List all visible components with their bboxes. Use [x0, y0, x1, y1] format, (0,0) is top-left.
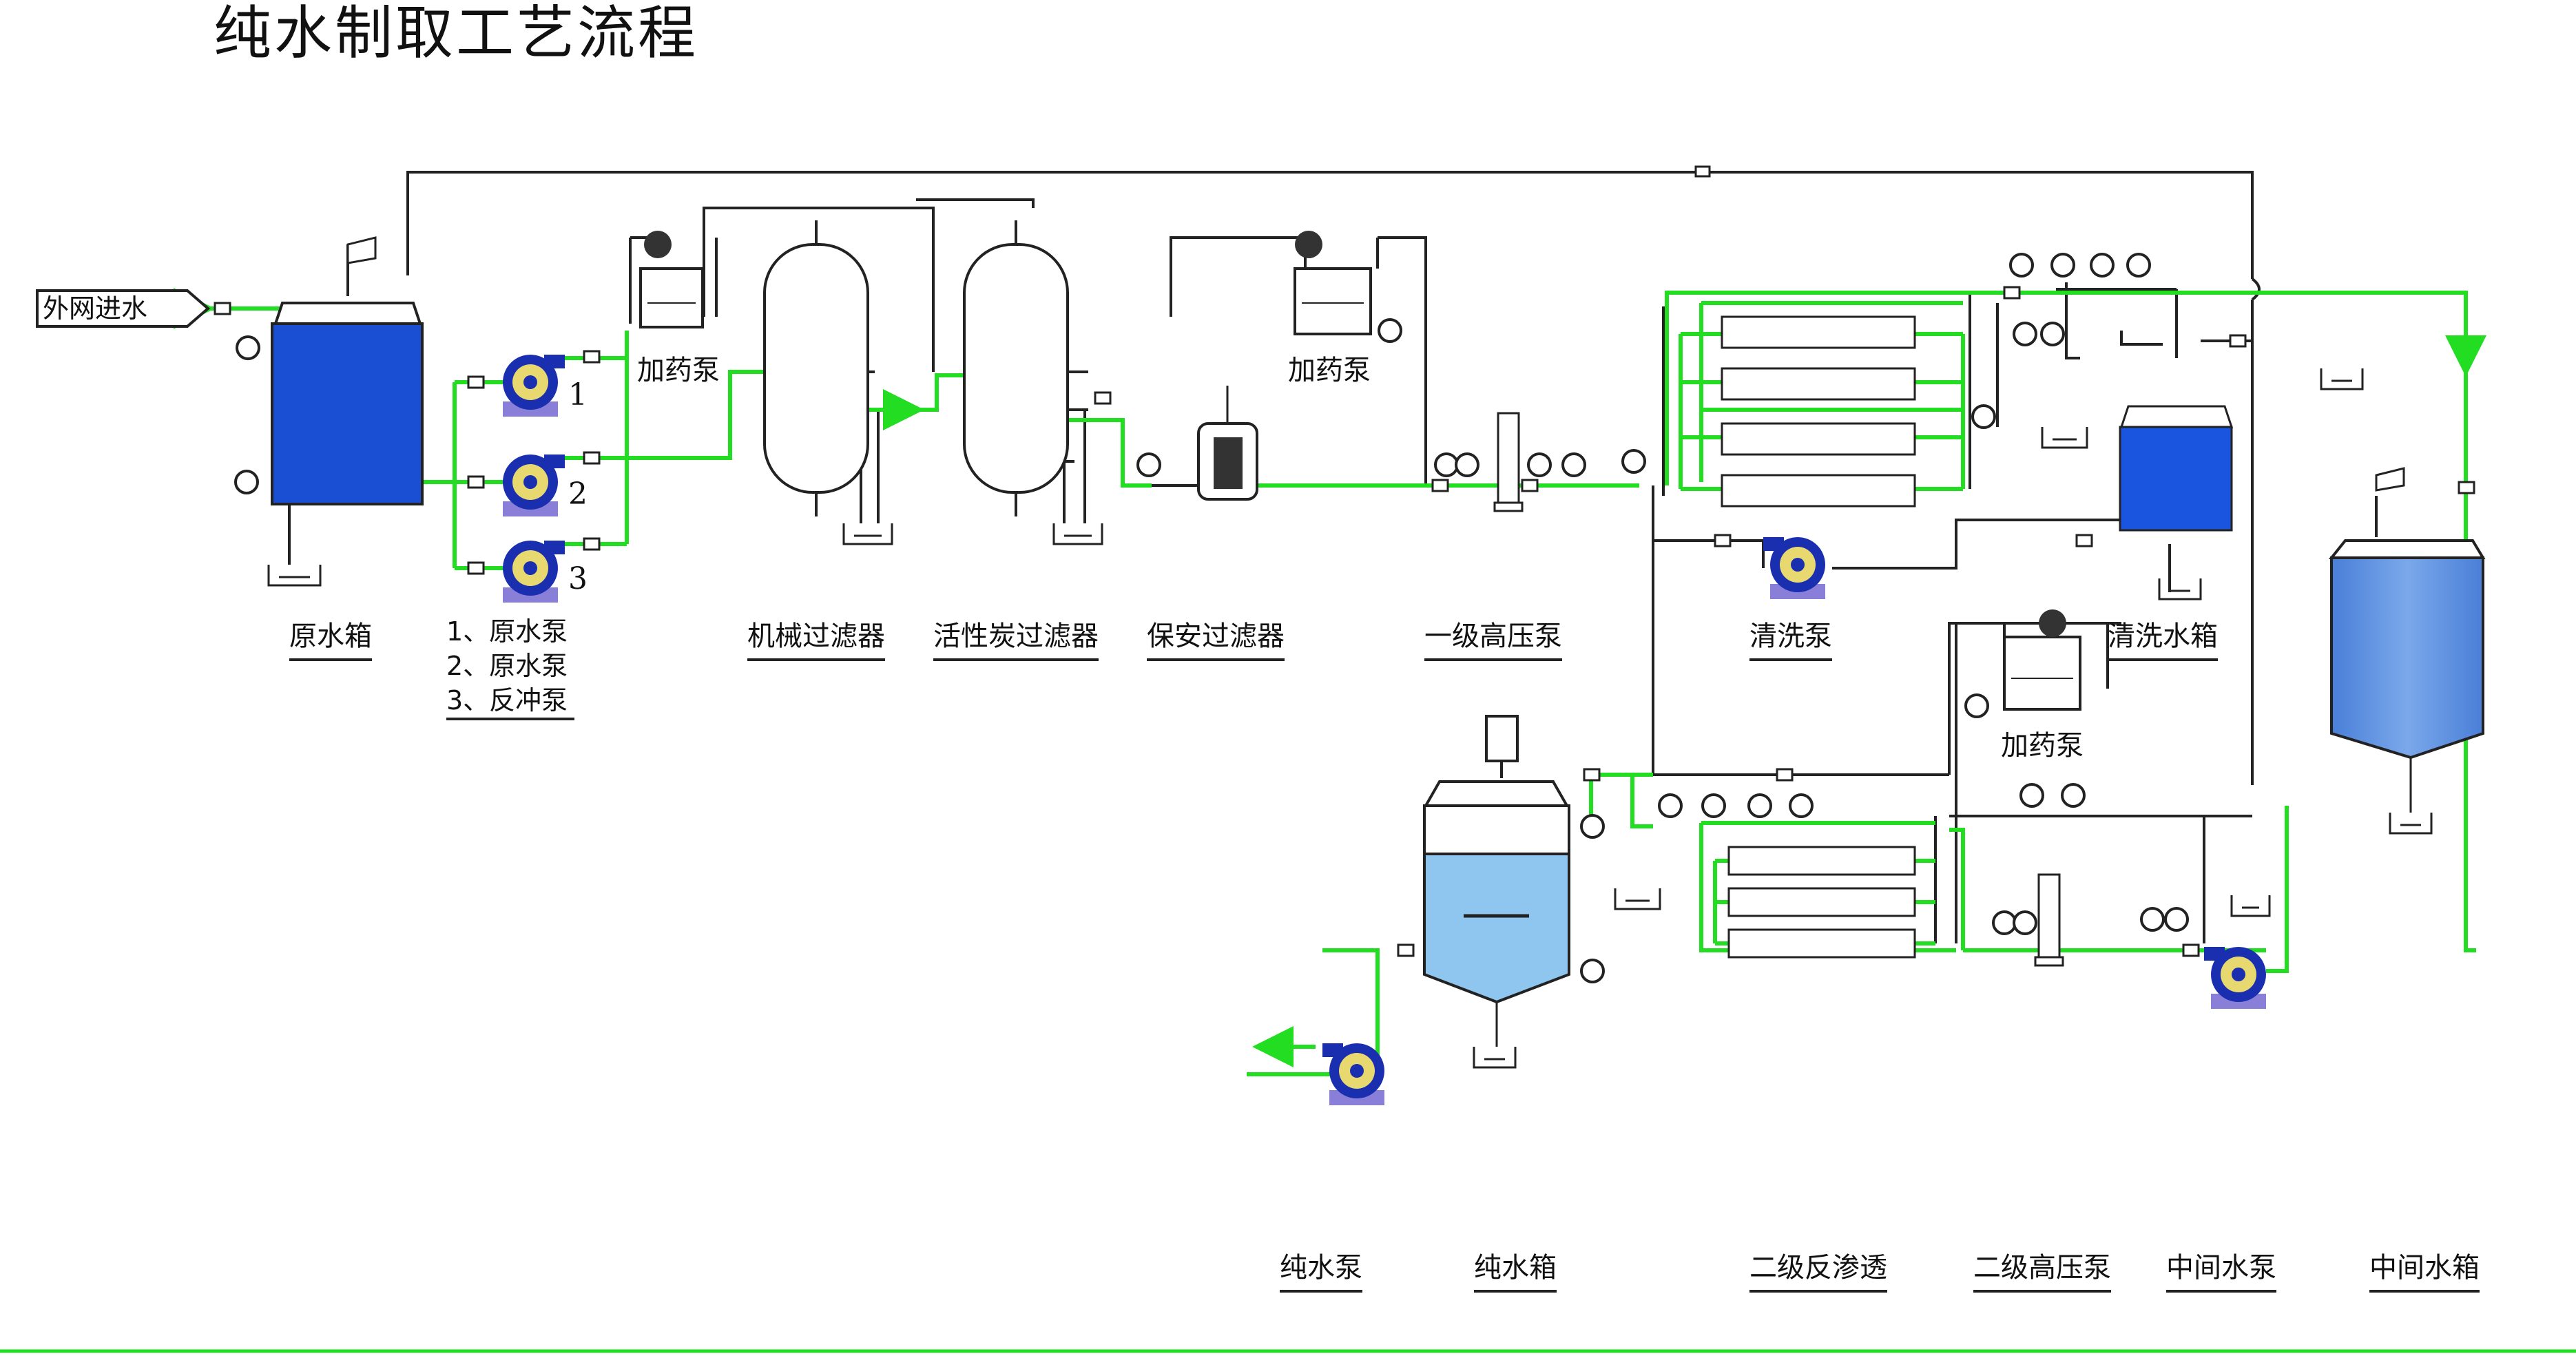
label-pure-pump: 纯水泵 — [1280, 1250, 1362, 1293]
label-ro1-pump: 一级高压泵 — [1424, 618, 1562, 661]
label-mid-pump: 中间水泵 — [2166, 1250, 2276, 1293]
ro1-membranes — [1721, 315, 1916, 508]
mechanical-filter-vessel — [763, 220, 869, 516]
pure-water-tank — [1423, 715, 1570, 1047]
intermediate-water-tank — [2328, 467, 2486, 813]
high-pressure-pumps — [1493, 412, 2064, 967]
label-pump-1: 1、原水泵 — [446, 616, 568, 647]
page-title: 纯水制取工艺流程 — [214, 0, 699, 67]
instrument-circles — [234, 253, 2189, 983]
label-clean-tank: 清洗水箱 — [2108, 618, 2218, 661]
dosing-pump-heads — [644, 231, 2066, 637]
pump-number-2: 2 — [568, 477, 588, 512]
pump-number-3: 3 — [568, 561, 588, 596]
centrifugal-pumps — [503, 355, 2266, 1105]
ro2-membranes — [1727, 846, 1916, 959]
label-pump-3: 3、反冲泵 — [446, 685, 568, 715]
label-pure-tank: 纯水箱 — [1474, 1250, 1557, 1293]
inlet-tag: 外网进水 — [36, 289, 211, 328]
clean-water-tank — [2119, 405, 2234, 532]
label-ro2-pump: 二级高压泵 — [1973, 1250, 2111, 1293]
label-raw-tank: 原水箱 — [289, 618, 372, 661]
dosing-pump-label-2: 加药泵 — [1288, 355, 1371, 386]
pump-number-1: 1 — [568, 377, 588, 412]
raw-water-tank — [271, 236, 424, 565]
drain-boxes — [267, 368, 2433, 1069]
dosing-tanks — [639, 267, 2081, 711]
label-pump-list: 1、原水泵 2、原水泵 3、反冲泵 — [446, 614, 574, 720]
label-mid-tank: 中间水箱 — [2369, 1250, 2480, 1293]
label-security-filter: 保安过滤器 — [1147, 618, 1285, 661]
carbon-filter-vessel — [963, 220, 1069, 516]
inlet-label: 外网进水 — [43, 293, 148, 324]
label-mech-filter: 机械过滤器 — [747, 618, 885, 661]
label-ro2: 二级反渗透 — [1749, 1250, 1887, 1293]
label-clean-pump: 清洗泵 — [1749, 618, 1832, 661]
security-filter-vessel — [1197, 386, 1258, 501]
dosing-pump-label-3: 加药泵 — [2001, 730, 2084, 762]
dosing-pump-label-1: 加药泵 — [637, 355, 720, 386]
label-carbon-filter: 活性炭过滤器 — [933, 618, 1099, 661]
label-pump-2: 2、原水泵 — [446, 651, 568, 681]
